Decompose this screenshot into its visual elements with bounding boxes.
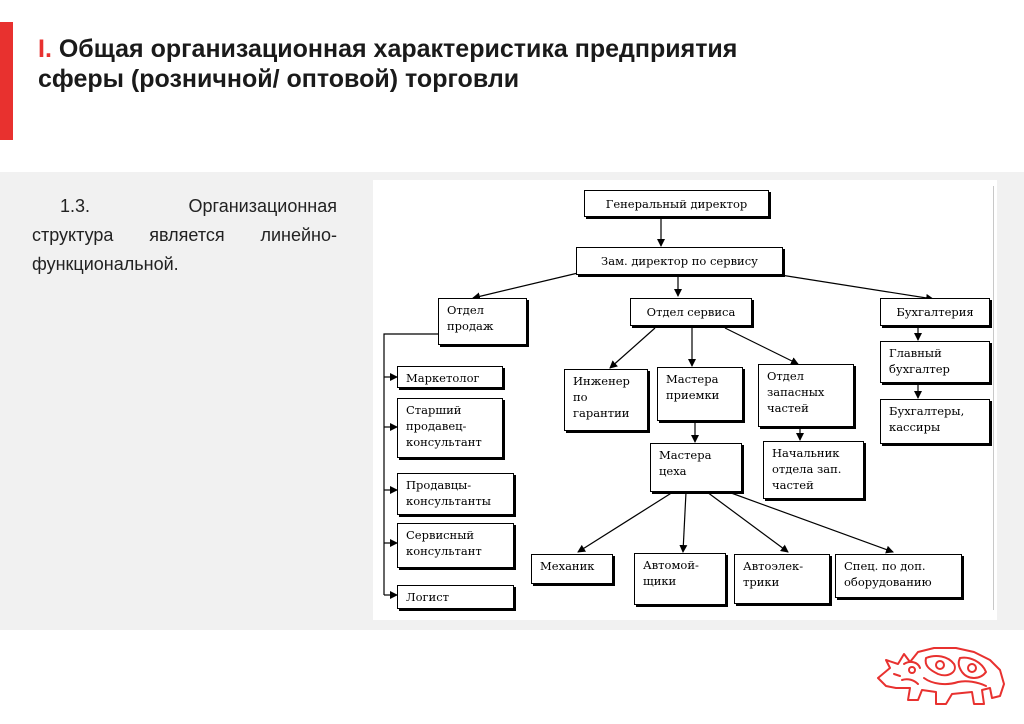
intro-number: 1.3. [60, 196, 91, 216]
box-accountants-cashiers: Бухгалтеры, кассиры [880, 399, 990, 444]
box-spare-parts-department: Отдел запасных частей [758, 364, 854, 427]
arrow-service-to-spareparts [724, 327, 799, 365]
arrow-shop-to-equipment [722, 489, 894, 554]
sales-branch-line [383, 333, 438, 595]
box-sales-department: Отдел продаж [438, 298, 527, 345]
org-chart-connectors [383, 217, 934, 599]
accent-bar [0, 22, 13, 140]
arrow-shop-to-mechanic [577, 491, 674, 553]
arrow-deputy-to-sales [472, 272, 579, 301]
box-service-department: Отдел сервиса [630, 298, 752, 326]
arrow-deputy-to-accounting [767, 272, 934, 302]
box-warranty-engineer: Инженер по гарантии [564, 369, 648, 431]
box-mechanic: Механик [531, 554, 613, 584]
rhino-logo-icon [877, 647, 1005, 705]
box-senior-sales-consultant: Старший продавец-консультант [397, 398, 503, 458]
arrow-service-to-warranty [609, 327, 656, 369]
box-spare-parts-head: Начальник отдела зап. частей [763, 441, 864, 499]
title-roman-numeral: I. [38, 35, 52, 63]
box-deputy-director: Зам. директор по сервису [576, 247, 783, 275]
box-marketer: Маркетолог [397, 366, 503, 388]
box-equipment-specialist: Спец. по доп. оборудованию [835, 554, 962, 598]
box-general-director: Генеральный директор [584, 190, 769, 217]
box-logistician: Логист [397, 585, 514, 609]
title-text: Общая организационная характеристика пре… [38, 35, 738, 93]
org-chart: Генеральный директор Зам. директор по се… [373, 180, 997, 620]
box-service-consultant: Сервисный консультант [397, 523, 514, 568]
slide-title: I. Общая организационная характеристика … [38, 34, 798, 94]
box-chief-accountant: Главный бухгалтер [880, 341, 990, 383]
box-sales-consultants: Продавцы-консультанты [397, 473, 514, 515]
arrow-shop-to-electricians [706, 491, 789, 553]
box-reception-masters: Мастера приемки [657, 367, 743, 421]
box-car-washers: Автомой-щики [634, 553, 726, 605]
arrow-shop-to-washers [679, 491, 688, 553]
box-accounting: Бухгалтерия [880, 298, 990, 326]
box-shop-masters: Мастера цеха [650, 443, 742, 492]
intro-text: Организационная структура является линей… [32, 196, 337, 274]
intro-text-block: 1.3. Организационная структура является … [32, 192, 337, 279]
diagram-frame-line [993, 186, 994, 610]
box-auto-electricians: Автоэлек-трики [734, 554, 830, 604]
